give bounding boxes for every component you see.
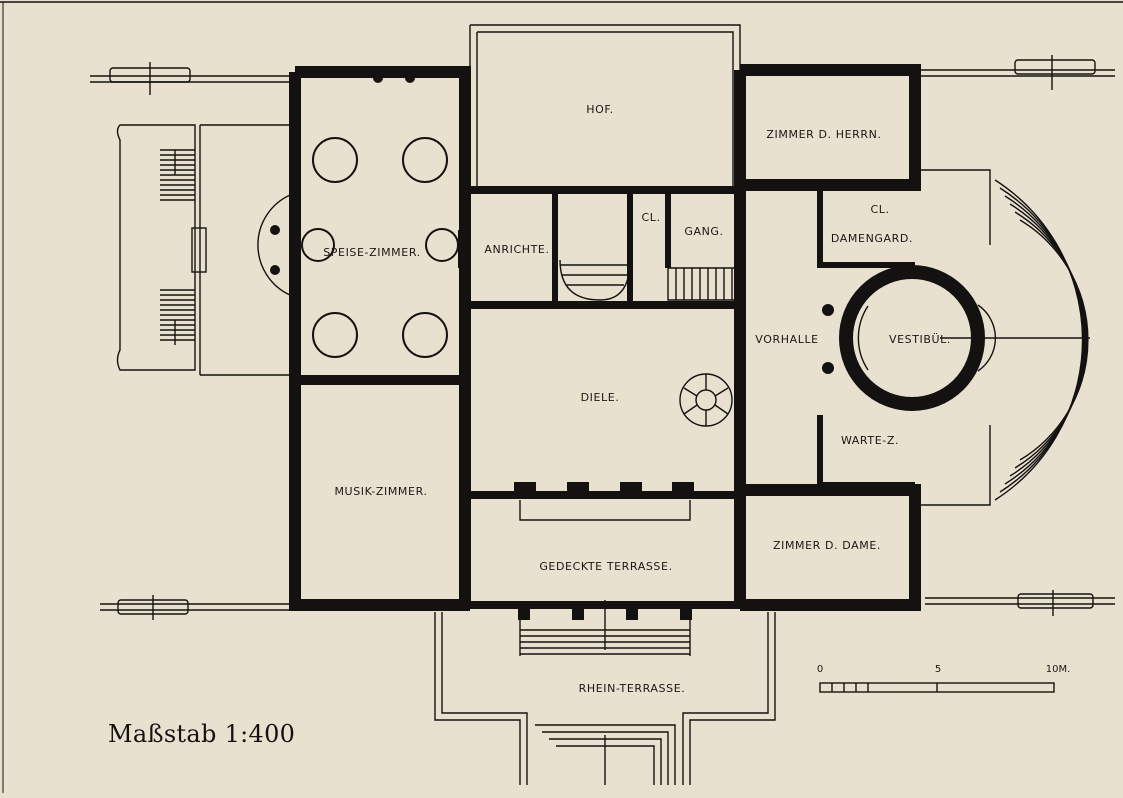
scale-tick-0: 0 xyxy=(817,664,823,675)
dining-terrace-rail xyxy=(519,500,691,521)
service-partitions xyxy=(552,190,671,305)
service-stair-treads xyxy=(560,264,630,286)
room-label-diele: DIELE. xyxy=(581,391,620,404)
west-terrace xyxy=(199,124,290,376)
rhein-terrace-inner xyxy=(441,612,769,785)
room-label-warte-z: WARTE-Z. xyxy=(841,434,899,447)
room-label-speise-zimmer: SPEISE-ZIMMER. xyxy=(323,246,421,259)
service-stair xyxy=(559,259,631,301)
thin-lines xyxy=(90,24,1115,785)
west-stair-treads-top xyxy=(160,149,195,201)
dining-room-bay xyxy=(257,194,291,296)
east-stair-arc-1 xyxy=(994,179,1084,501)
room-label-gang: GANG. xyxy=(684,225,723,238)
herrn-room-walls xyxy=(740,64,921,191)
spiral-stair-treads xyxy=(683,374,729,426)
east-partitions xyxy=(817,190,915,488)
east-stair-arc-4 xyxy=(1009,203,1087,477)
room-label-musik-zimmer: MUSIK-ZIMMER. xyxy=(334,485,427,498)
garden-wall-sw xyxy=(100,603,292,611)
west-stair-treads-bottom xyxy=(160,289,195,341)
core-walls xyxy=(465,186,740,609)
gang-stair xyxy=(667,267,746,301)
room-label-cl-2: CL. xyxy=(870,203,889,216)
vestibule-rotunda xyxy=(839,265,997,411)
east-stair-arc-6 xyxy=(1019,219,1089,461)
room-label-zimmer-dame: ZIMMER D. DAME. xyxy=(773,539,881,552)
room-label-anrichte: ANRICHTE. xyxy=(484,243,549,256)
scale-bar-ticks xyxy=(831,683,938,692)
room-label-damengard: DAMENGARD. xyxy=(831,232,913,245)
garden-wall-se xyxy=(925,597,1115,605)
gang-stair-treads xyxy=(675,268,733,300)
rhein-terrace-walls xyxy=(434,612,776,785)
west-stair-landing xyxy=(191,227,207,273)
scale-tick-10: 10M. xyxy=(1046,664,1071,675)
dame-room-walls xyxy=(740,484,921,611)
scale-tick-5: 5 xyxy=(935,664,941,675)
room-label-rhein-terrasse: RHEIN-TERRASSE. xyxy=(579,682,686,695)
room-label-cl-1: CL. xyxy=(641,211,660,224)
room-label-vorhalle: VORHALLE xyxy=(755,333,818,346)
west-wing-outer xyxy=(289,66,471,611)
east-stair-arc-5 xyxy=(1014,211,1088,469)
spiral-stair-core xyxy=(695,389,717,411)
room-label-gedeckte-terrasse: GEDECKTE TERRASSE. xyxy=(539,560,672,573)
building-walls xyxy=(289,64,921,611)
dining-room-scallops xyxy=(301,137,459,358)
room-label-zimmer-herrn: ZIMMER D. HERRN. xyxy=(766,128,881,141)
wall-pier-se xyxy=(1017,593,1094,609)
east-porch xyxy=(915,169,991,506)
west-stair-outline xyxy=(116,124,196,371)
wall-pier-ne xyxy=(1014,59,1096,75)
room-label-vestibul: VESTIBÜL. xyxy=(889,333,951,346)
south-steps xyxy=(535,724,676,785)
east-stair-arc-2 xyxy=(999,187,1085,493)
scale-caption: Maßstab 1:400 xyxy=(108,720,296,748)
columns xyxy=(270,73,834,620)
direction-arrows xyxy=(149,55,1054,785)
east-stair-arc-3 xyxy=(1004,195,1086,485)
room-label-hof: HOF. xyxy=(586,103,613,116)
